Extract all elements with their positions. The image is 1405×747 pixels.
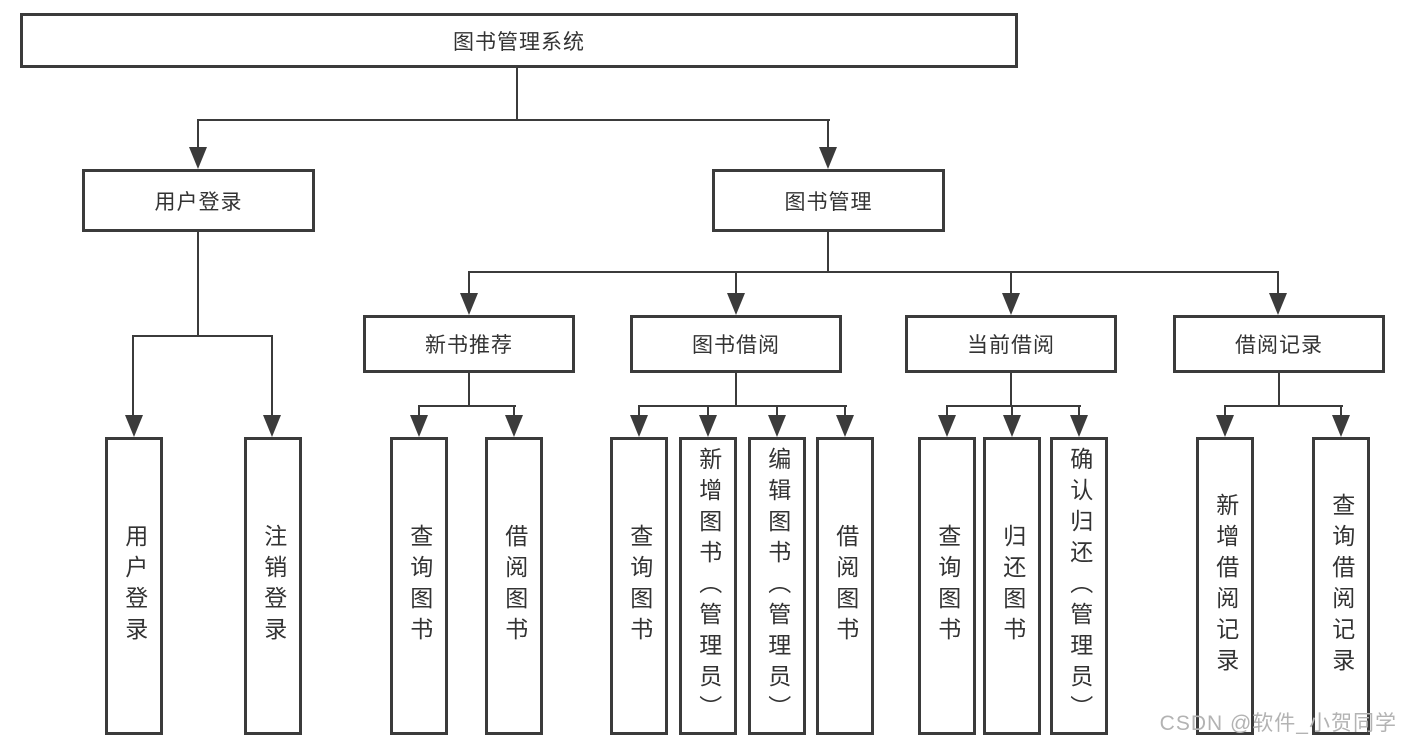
leaf-current-borrow-query: 查询图书: [918, 437, 976, 735]
leaf-new-book-borrow: 借阅图书: [485, 437, 543, 735]
arrowhead-book-mgmt: [819, 147, 837, 169]
arrowhead-current-borrow-leaf-3: [1070, 415, 1088, 437]
node-book-borrow: 图书借阅: [630, 315, 842, 373]
connector-root-branch: [197, 119, 830, 121]
arrowhead-user-login: [189, 147, 207, 169]
arrowhead-borrow-record-leaf-1: [1216, 415, 1234, 437]
node-new-book-label: 新书推荐: [425, 334, 513, 357]
connector-book-mgmt-branch: [468, 271, 1279, 273]
leaf-new-book-query: 查询图书: [390, 437, 448, 735]
node-root: 图书管理系统: [20, 13, 1018, 68]
leaf-new-book-query-label: 查询图书: [406, 524, 433, 648]
connector-new-book-stem: [468, 373, 470, 407]
connector-book-mgmt-drop-2: [735, 271, 737, 295]
arrowhead-book-borrow-leaf-2: [699, 415, 717, 437]
node-book-mgmt-label: 图书管理: [784, 190, 873, 214]
csdn-watermark: CSDN @软件_小贺同学: [1159, 712, 1397, 735]
arrowhead-new-book-leaf-2: [505, 415, 523, 437]
leaf-current-borrow-confirm-label: 确认归还（管理员）: [1066, 446, 1093, 726]
arrowhead-user-login-leaf-2: [263, 415, 281, 437]
connector-book-mgmt-stem: [827, 232, 829, 273]
connector-user-login-branch: [132, 335, 273, 337]
connector-root-stem: [516, 68, 518, 121]
leaf-book-borrow-query-label: 查询图书: [626, 524, 653, 648]
connector-user-login-stem: [197, 232, 199, 337]
leaf-book-borrow-query: 查询图书: [610, 437, 668, 735]
connector-book-mgmt-drop-4: [1277, 271, 1279, 295]
connector-current-borrow-drop-1: [946, 405, 948, 417]
connector-current-borrow-stem: [1010, 373, 1012, 407]
leaf-current-borrow-return: 归还图书: [983, 437, 1041, 735]
leaf-book-borrow-add: 新增图书（管理员）: [679, 437, 737, 735]
leaf-current-borrow-return-label: 归还图书: [999, 524, 1026, 648]
connector-book-borrow-drop-3: [776, 405, 778, 417]
connector-borrow-record-drop-2: [1340, 405, 1342, 417]
leaf-book-borrow-add-label: 新增图书（管理员）: [695, 446, 722, 726]
connector-current-borrow-drop-2: [1011, 405, 1013, 417]
node-book-borrow-label: 图书借阅: [692, 334, 780, 357]
connector-book-mgmt-drop-3: [1010, 271, 1012, 295]
arrowhead-current-borrow-leaf-2: [1003, 415, 1021, 437]
node-borrow-record: 借阅记录: [1173, 315, 1385, 373]
connector-user-login-drop-1: [132, 335, 134, 415]
arrowhead-book-borrow-leaf-3: [768, 415, 786, 437]
arrowhead-user-login-leaf-1: [125, 415, 143, 437]
connector-book-mgmt-drop-1: [468, 271, 470, 295]
connector-borrow-record-branch: [1224, 405, 1343, 407]
connector-borrow-record-drop-1: [1224, 405, 1226, 417]
arrowhead-current-borrow: [1002, 293, 1020, 315]
connector-new-book-drop-2: [513, 405, 515, 417]
leaf-book-borrow-borrow: 借阅图书: [816, 437, 874, 735]
connector-book-borrow-branch: [638, 405, 847, 407]
node-book-mgmt: 图书管理: [712, 169, 945, 232]
arrowhead-borrow-record-leaf-2: [1332, 415, 1350, 437]
connector-current-borrow-branch: [946, 405, 1081, 407]
arrowhead-new-book: [460, 293, 478, 315]
leaf-new-book-borrow-label: 借阅图书: [501, 524, 528, 648]
node-current-borrow: 当前借阅: [905, 315, 1117, 373]
leaf-user-login: 用户登录: [105, 437, 163, 735]
arrowhead-book-borrow: [727, 293, 745, 315]
connector-book-borrow-drop-2: [707, 405, 709, 417]
leaf-book-borrow-edit: 编辑图书（管理员）: [748, 437, 806, 735]
connector-root-drop-right: [827, 119, 829, 149]
connector-new-book-branch: [418, 405, 516, 407]
node-user-login: 用户登录: [82, 169, 315, 232]
leaf-user-login-label: 用户登录: [121, 524, 148, 648]
leaf-book-borrow-edit-label: 编辑图书（管理员）: [764, 446, 791, 726]
arrowhead-book-borrow-leaf-4: [836, 415, 854, 437]
connector-book-borrow-drop-1: [638, 405, 640, 417]
node-new-book: 新书推荐: [363, 315, 575, 373]
connector-root-drop-left: [197, 119, 199, 149]
connector-borrow-record-stem: [1278, 373, 1280, 407]
node-borrow-record-label: 借阅记录: [1235, 334, 1323, 357]
arrowhead-book-borrow-leaf-1: [630, 415, 648, 437]
leaf-current-borrow-query-label: 查询图书: [934, 524, 961, 648]
leaf-book-borrow-borrow-label: 借阅图书: [832, 524, 859, 648]
arrowhead-current-borrow-leaf-1: [938, 415, 956, 437]
node-current-borrow-label: 当前借阅: [967, 334, 1055, 357]
leaf-logout-label: 注销登录: [260, 524, 287, 648]
arrowhead-borrow-record: [1269, 293, 1287, 315]
leaf-borrow-record-query: 查询借阅记录: [1312, 437, 1370, 735]
leaf-logout: 注销登录: [244, 437, 302, 735]
leaf-borrow-record-add: 新增借阅记录: [1196, 437, 1254, 735]
connector-current-borrow-drop-3: [1078, 405, 1080, 417]
connector-new-book-drop-1: [418, 405, 420, 417]
arrowhead-new-book-leaf-1: [410, 415, 428, 437]
connector-book-borrow-drop-4: [844, 405, 846, 417]
leaf-borrow-record-add-label: 新增借阅记录: [1212, 493, 1239, 679]
leaf-borrow-record-query-label: 查询借阅记录: [1328, 493, 1355, 679]
leaf-current-borrow-confirm: 确认归还（管理员）: [1050, 437, 1108, 735]
node-root-label: 图书管理系统: [453, 30, 585, 54]
node-user-login-label: 用户登录: [154, 190, 243, 214]
connector-book-borrow-stem: [735, 373, 737, 407]
connector-user-login-drop-2: [271, 335, 273, 415]
